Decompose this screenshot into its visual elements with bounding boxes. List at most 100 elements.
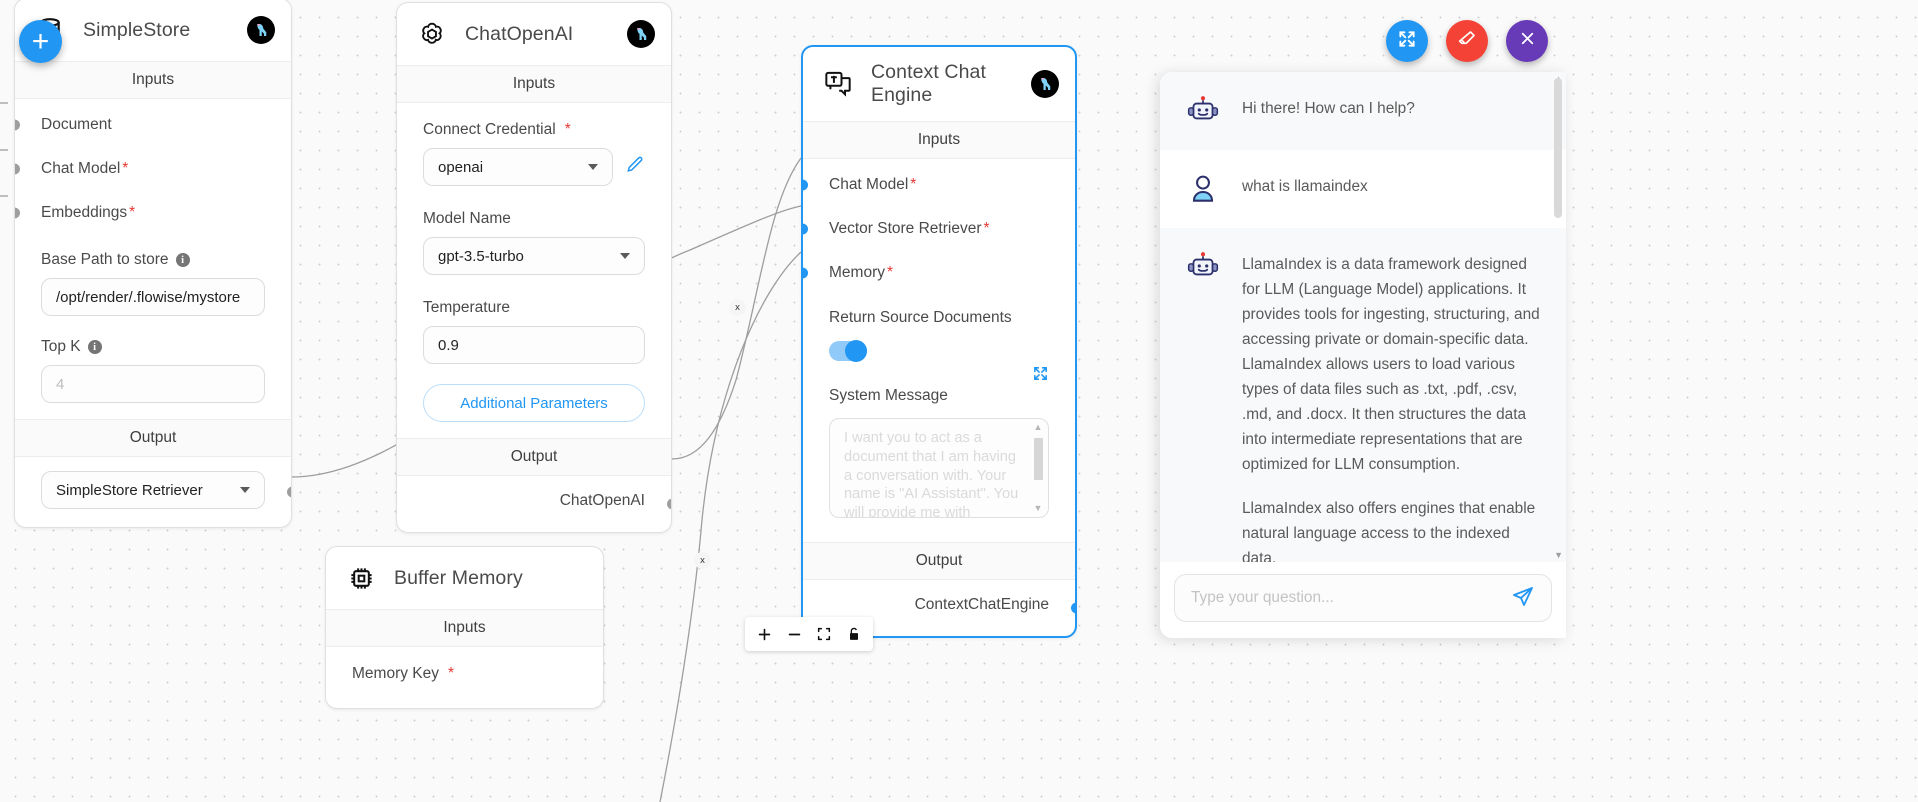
output-row: ContextChatEngine (803, 580, 1075, 636)
field-temperature: Temperature 0.9 (397, 279, 671, 368)
additional-parameters-button[interactable]: Additional Parameters (423, 384, 645, 422)
scroll-down-arrow[interactable]: ▼ (1033, 503, 1043, 513)
base-path-input[interactable]: /opt/render/.flowise/mystore (41, 278, 265, 316)
node-chat-openai[interactable]: ChatOpenAI Inputs Connect Credential* op… (396, 2, 672, 533)
input-anchor-chat-model[interactable]: Chat Model* (15, 147, 291, 191)
zoom-out-button[interactable] (781, 621, 807, 647)
top-k-input[interactable]: 4 (41, 365, 265, 403)
system-message-wrap: I want you to act as a document that I a… (803, 418, 1075, 518)
output-handle[interactable] (666, 498, 671, 510)
fit-view-button[interactable] (811, 621, 837, 647)
chat-message-text: what is llamaindex (1242, 172, 1368, 206)
info-icon[interactable]: i (175, 253, 190, 267)
pencil-icon[interactable] (625, 155, 645, 180)
info-icon[interactable]: i (87, 340, 102, 354)
field-label: Model Name (423, 210, 511, 227)
textarea-scrollbar[interactable]: ▲ ▼ (1032, 423, 1044, 513)
chat-message-text: LlamaIndex is a data framework designed … (1242, 250, 1542, 562)
anchor-label: Chat Model (829, 176, 909, 193)
field-label: Temperature (423, 299, 511, 316)
field-model-name: Model Name gpt-3.5-turbo (397, 190, 671, 279)
output-label: ContextChatEngine (914, 596, 1049, 613)
connection-handle[interactable] (803, 267, 808, 279)
send-icon[interactable] (1511, 584, 1535, 613)
chat-paragraph: LlamaIndex also offers engines that enab… (1242, 500, 1536, 562)
chat-scrollbar[interactable]: ▲ ▼ (1554, 72, 1564, 562)
temperature-input[interactable]: 0.9 (423, 326, 645, 364)
expand-icon[interactable] (1032, 365, 1049, 387)
connection-handle[interactable] (15, 163, 20, 175)
input-anchor-vector-store-retriever[interactable]: Vector Store Retriever* (803, 207, 1075, 251)
required-mark: * (910, 176, 917, 193)
chat-message-list[interactable]: Hi there! How can I help? what is llamai… (1160, 72, 1566, 562)
node-title: SimpleStore (83, 18, 191, 41)
system-message-textarea[interactable]: I want you to act as a document that I a… (829, 418, 1049, 518)
node-header: Context Chat Engine (803, 47, 1075, 121)
input-anchor-document[interactable]: Document (15, 103, 291, 147)
scrollbar-thumb[interactable] (1033, 438, 1043, 480)
chat-message-bot: LlamaIndex is a data framework designed … (1160, 228, 1566, 562)
chat-bubbles-icon (821, 67, 855, 101)
output-section-label: Output (397, 438, 671, 476)
node-buffer-memory[interactable]: Buffer Memory Inputs Memory Key* (325, 546, 604, 709)
input-anchor-memory[interactable]: Memory* (803, 251, 1075, 295)
anchor-label: Chat Model (41, 160, 121, 177)
field-memory-key: Memory Key* (326, 651, 603, 696)
user-avatar (1186, 172, 1220, 206)
field-base-path: Base Path to store i /opt/render/.flowis… (15, 235, 291, 320)
chat-paragraph: LlamaIndex is a data framework designed … (1242, 256, 1540, 473)
canvas-zoom-controls[interactable] (745, 617, 873, 651)
anchor-label: Embeddings (41, 204, 128, 221)
chat-paragraph: what is llamaindex (1242, 178, 1368, 195)
node-title: ChatOpenAI (465, 22, 574, 45)
chip-icon (344, 561, 378, 595)
scroll-down-arrow[interactable]: ▼ (1554, 550, 1563, 560)
field-connect-credential: Connect Credential* openai (397, 113, 671, 190)
chevron-down-icon (240, 487, 250, 493)
zoom-in-button[interactable] (751, 621, 777, 647)
expand-icon (1397, 29, 1417, 54)
field-top-k: Top K i 4 (15, 320, 291, 407)
clear-chat-button[interactable] (1446, 20, 1488, 62)
chat-input-box[interactable]: Type your question... (1174, 574, 1552, 622)
connection-handle[interactable] (803, 179, 808, 191)
input-anchor-embeddings[interactable]: Embeddings* (15, 191, 291, 235)
plus-icon: + (31, 24, 50, 58)
connection-handle[interactable] (15, 119, 20, 131)
chat-input-placeholder[interactable]: Type your question... (1191, 589, 1334, 606)
output-handle[interactable] (287, 486, 291, 498)
retriever-select[interactable]: SimpleStore Retriever (41, 471, 265, 509)
input-anchor-chat-model[interactable]: Chat Model* (803, 163, 1075, 207)
field-return-source-documents: Return Source Documents (803, 295, 1075, 365)
chat-panel[interactable]: Hi there! How can I help? what is llamai… (1160, 72, 1566, 638)
connection-handle[interactable] (803, 223, 808, 235)
return-source-toggle[interactable] (829, 340, 867, 362)
node-simple-store[interactable]: SimpleStore Inputs Document Chat Model* … (14, 0, 292, 528)
node-title: Context Chat Engine (871, 61, 987, 106)
llamaindex-icon (1031, 70, 1059, 98)
llamaindex-icon (627, 20, 655, 48)
inputs-section-label: Inputs (803, 121, 1075, 159)
node-title: Buffer Memory (394, 566, 523, 589)
edge-delete-badge[interactable]: x (694, 552, 711, 569)
close-chat-button[interactable] (1506, 20, 1548, 62)
output-handle[interactable] (1070, 602, 1075, 614)
edge-delete-badge[interactable]: x (729, 299, 746, 316)
required-mark: * (448, 665, 455, 682)
credential-select[interactable]: openai (423, 148, 613, 186)
model-name-select[interactable]: gpt-3.5-turbo (423, 237, 645, 275)
anchor-label: Document (41, 116, 112, 133)
scroll-up-arrow[interactable]: ▲ (1033, 422, 1043, 432)
add-node-button[interactable]: + (19, 20, 62, 63)
chat-message-user: what is llamaindex (1160, 150, 1566, 228)
expand-chat-button[interactable] (1386, 20, 1428, 62)
additional-parameters-wrap: Additional Parameters (397, 368, 671, 426)
connection-handle[interactable] (15, 207, 20, 219)
eraser-icon (1457, 28, 1478, 54)
lock-button[interactable] (841, 621, 867, 647)
output-section-label: Output (15, 419, 291, 457)
chat-input-area: Type your question... (1160, 562, 1566, 638)
required-mark: * (886, 264, 894, 281)
node-context-chat-engine[interactable]: Context Chat Engine Inputs Chat Model* V… (801, 45, 1077, 638)
chat-scrollbar-thumb[interactable] (1554, 78, 1562, 218)
